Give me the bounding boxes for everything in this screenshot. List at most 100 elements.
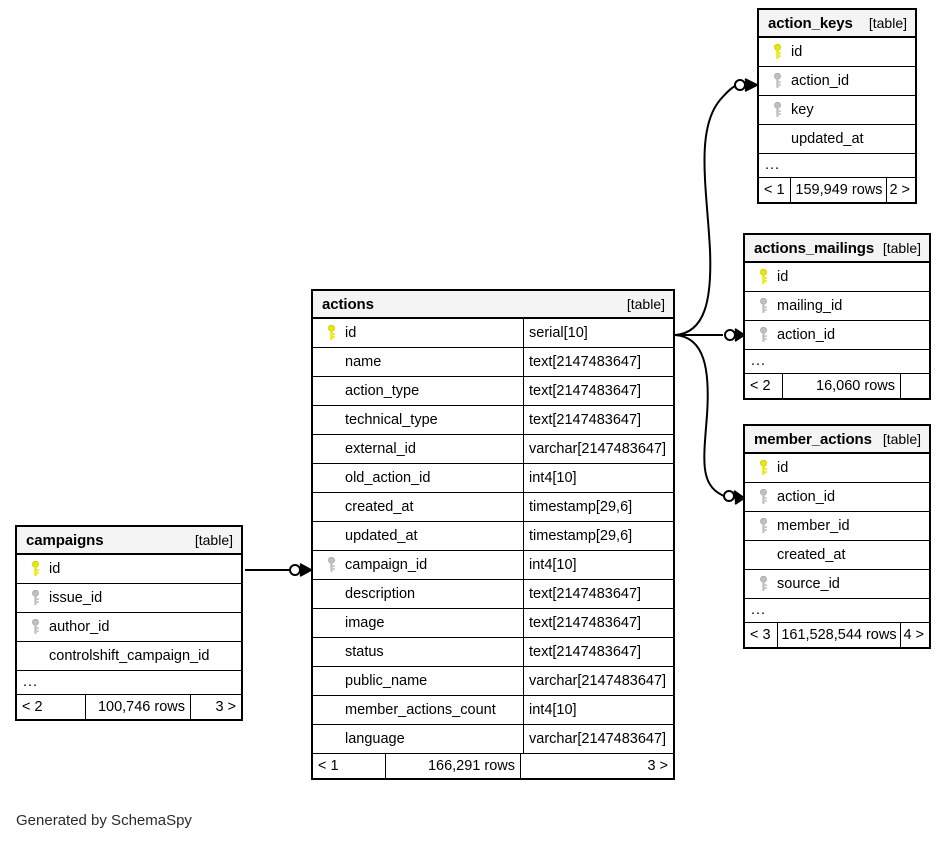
table-row[interactable]: created_at (745, 541, 929, 570)
table-row[interactable]: name text[2147483647] (313, 348, 673, 377)
column-cell: technical_type (313, 406, 523, 434)
column-name: member_id (777, 517, 850, 534)
table-row[interactable]: old_action_id int4[10] (313, 464, 673, 493)
column-cell: id (17, 555, 241, 583)
table-row[interactable]: updated_at (759, 125, 915, 154)
table-row[interactable]: id (17, 555, 241, 584)
column-cell: action_type (313, 377, 523, 405)
column-type: text[2147483647] (523, 580, 673, 608)
table-row[interactable]: controlshift_campaign_id (17, 642, 241, 671)
prev-page-button[interactable]: < 1 (764, 181, 785, 198)
next-page-button[interactable]: 2 > (889, 181, 910, 198)
column-cell: updated_at (313, 522, 523, 550)
table-footer: < 2 100,746 rows 3 > (17, 695, 241, 719)
table-row[interactable]: member_id (745, 512, 929, 541)
column-cell: id (745, 263, 929, 291)
table-actions_mailings[interactable]: actions_mailings [table] id mailing_id a… (743, 233, 931, 400)
column-name: public_name (345, 672, 428, 689)
column-type: varchar[2147483647] (523, 667, 673, 695)
relationship-actions-member_actions (674, 334, 727, 498)
table-campaigns[interactable]: campaigns [table] id issue_id author_id (15, 525, 243, 721)
column-name: action_id (777, 488, 836, 505)
table-row[interactable]: description text[2147483647] (313, 580, 673, 609)
table-row[interactable]: key (759, 96, 915, 125)
table-row[interactable]: language varchar[2147483647] (313, 725, 673, 754)
key-icon (752, 460, 774, 476)
prev-page-button[interactable]: < 2 (22, 698, 43, 715)
table-row[interactable]: action_id (745, 483, 929, 512)
table-row[interactable]: image text[2147483647] (313, 609, 673, 638)
table-row[interactable]: action_type text[2147483647] (313, 377, 673, 406)
table-row[interactable]: campaign_id int4[10] (313, 551, 673, 580)
table-member_actions[interactable]: member_actions [table] id action_id memb… (743, 424, 931, 649)
table-action_keys[interactable]: action_keys [table] id action_id key (757, 8, 917, 204)
table-row[interactable]: issue_id (17, 584, 241, 613)
column-type: serial[10] (523, 319, 673, 347)
column-name: key (791, 101, 814, 118)
next-page-button[interactable]: 3 > (647, 757, 668, 774)
more-columns-indicator[interactable]: ... (745, 350, 929, 374)
key-icon (752, 576, 774, 592)
column-name: language (345, 730, 405, 747)
column-cell: source_id (745, 570, 929, 598)
table-row[interactable]: id (745, 263, 929, 292)
table-header-actions_mailings: actions_mailings [table] (745, 235, 929, 263)
next-page-button[interactable] (901, 374, 929, 398)
more-columns-indicator[interactable]: ... (745, 599, 929, 623)
row-count: 16,060 rows (782, 374, 901, 398)
cardinality-circle-actions_mailings (724, 329, 736, 341)
column-name: author_id (49, 618, 110, 635)
column-cell: created_at (745, 541, 929, 569)
column-cell: key (759, 96, 915, 124)
row-count: 159,949 rows (790, 178, 888, 202)
table-row[interactable]: id (745, 454, 929, 483)
column-cell: member_id (745, 512, 929, 540)
table-row[interactable]: public_name varchar[2147483647] (313, 667, 673, 696)
table-row[interactable]: technical_type text[2147483647] (313, 406, 673, 435)
table-type-tag: [table] (882, 431, 921, 447)
table-row[interactable]: action_id (745, 321, 929, 350)
crowsfoot-member_actions (734, 491, 742, 503)
table-header-member_actions: member_actions [table] (745, 426, 929, 454)
table-row[interactable]: status text[2147483647] (313, 638, 673, 667)
column-name: action_id (791, 72, 850, 89)
more-columns-indicator[interactable]: ... (759, 154, 915, 178)
table-row[interactable]: updated_at timestamp[29,6] (313, 522, 673, 551)
key-icon (24, 590, 46, 606)
table-row[interactable]: id serial[10] (313, 319, 673, 348)
table-row[interactable]: id (759, 38, 915, 67)
generator-caption: Generated by SchemaSpy (16, 812, 192, 829)
prev-page-button[interactable]: < 1 (318, 757, 339, 774)
column-cell: image (313, 609, 523, 637)
crowsfoot-line-action_keys (744, 78, 760, 92)
column-name: external_id (345, 440, 416, 457)
table-type-tag: [table] (882, 240, 921, 256)
table-row[interactable]: action_id (759, 67, 915, 96)
table-row[interactable]: external_id varchar[2147483647] (313, 435, 673, 464)
next-page-button[interactable]: 4 > (903, 626, 924, 643)
column-cell: author_id (17, 613, 241, 641)
row-count: 166,291 rows (385, 754, 521, 778)
table-row[interactable]: source_id (745, 570, 929, 599)
column-type: int4[10] (523, 464, 673, 492)
key-icon (320, 557, 342, 573)
column-cell: id (745, 454, 929, 482)
crowsfoot-actions_mailings (735, 329, 742, 341)
table-row[interactable]: mailing_id (745, 292, 929, 321)
column-name: id (777, 459, 789, 476)
prev-page-button[interactable]: < 2 (750, 377, 771, 394)
table-row[interactable]: created_at timestamp[29,6] (313, 493, 673, 522)
column-cell: old_action_id (313, 464, 523, 492)
column-cell: action_id (745, 321, 929, 349)
table-title: action_keys (768, 14, 853, 32)
table-footer: < 1 159,949 rows 2 > (759, 178, 915, 202)
next-page-button[interactable]: 3 > (215, 698, 236, 715)
table-row[interactable]: author_id (17, 613, 241, 642)
prev-page-button[interactable]: < 3 (750, 626, 771, 643)
table-row[interactable]: member_actions_count int4[10] (313, 696, 673, 725)
more-columns-indicator[interactable]: ... (17, 671, 241, 695)
table-footer: < 3 161,528,544 rows 4 > (745, 623, 929, 647)
table-actions[interactable]: actions [table] id serial[10] name text[… (311, 289, 675, 780)
column-cell: status (313, 638, 523, 666)
key-icon (752, 327, 774, 343)
